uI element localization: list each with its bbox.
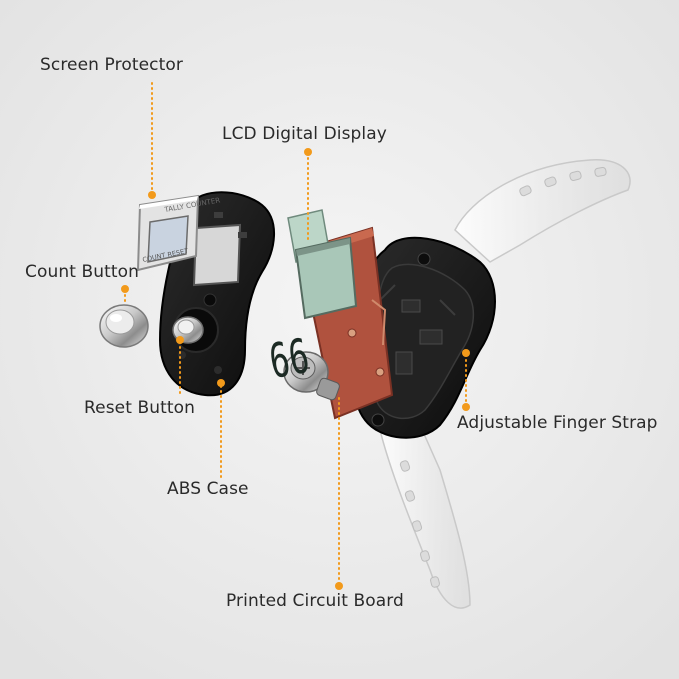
label-count-button: Count Button bbox=[25, 262, 140, 282]
label-lcd-display: LCD Digital Display bbox=[222, 124, 387, 144]
count-button bbox=[99, 304, 149, 348]
leader-dots bbox=[121, 148, 470, 590]
label-circuit-board: Printed Circuit Board bbox=[226, 591, 404, 611]
screw bbox=[283, 351, 340, 401]
label-screen-protector: Screen Protector bbox=[40, 55, 183, 75]
label-abs-case: ABS Case bbox=[167, 479, 249, 499]
screen-protector bbox=[136, 194, 200, 272]
lcd-reading: 66 bbox=[265, 328, 313, 390]
finger-strap bbox=[379, 159, 631, 609]
leader-lines bbox=[124, 82, 467, 587]
label-finger-strap: Adjustable Finger Strap bbox=[457, 413, 658, 433]
label-reset-button: Reset Button bbox=[84, 398, 196, 418]
lcd-display bbox=[287, 209, 358, 320]
